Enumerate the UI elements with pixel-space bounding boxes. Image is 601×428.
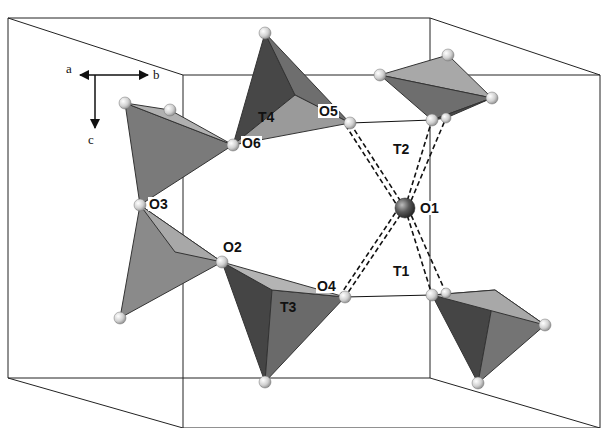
oxygen-atoms [114, 27, 551, 389]
atom-label: O1 [419, 201, 440, 215]
atom-label: O6 [241, 136, 262, 150]
cation-atom [395, 198, 415, 218]
site-label: T4 [258, 110, 274, 124]
axis-label: c [88, 133, 94, 146]
site-label: T2 [392, 142, 410, 156]
coordination-lines [341, 118, 446, 297]
atom-label: O4 [316, 279, 337, 293]
atom-label: O3 [148, 197, 169, 211]
tetrahedra [120, 33, 545, 383]
axis-label: b [153, 68, 160, 81]
atom-label: O2 [222, 240, 243, 254]
site-label: T3 [280, 300, 296, 314]
unit-cell [8, 18, 600, 428]
site-label: T1 [392, 264, 410, 278]
atom-label: O5 [318, 104, 339, 118]
axis-label: a [66, 62, 72, 75]
